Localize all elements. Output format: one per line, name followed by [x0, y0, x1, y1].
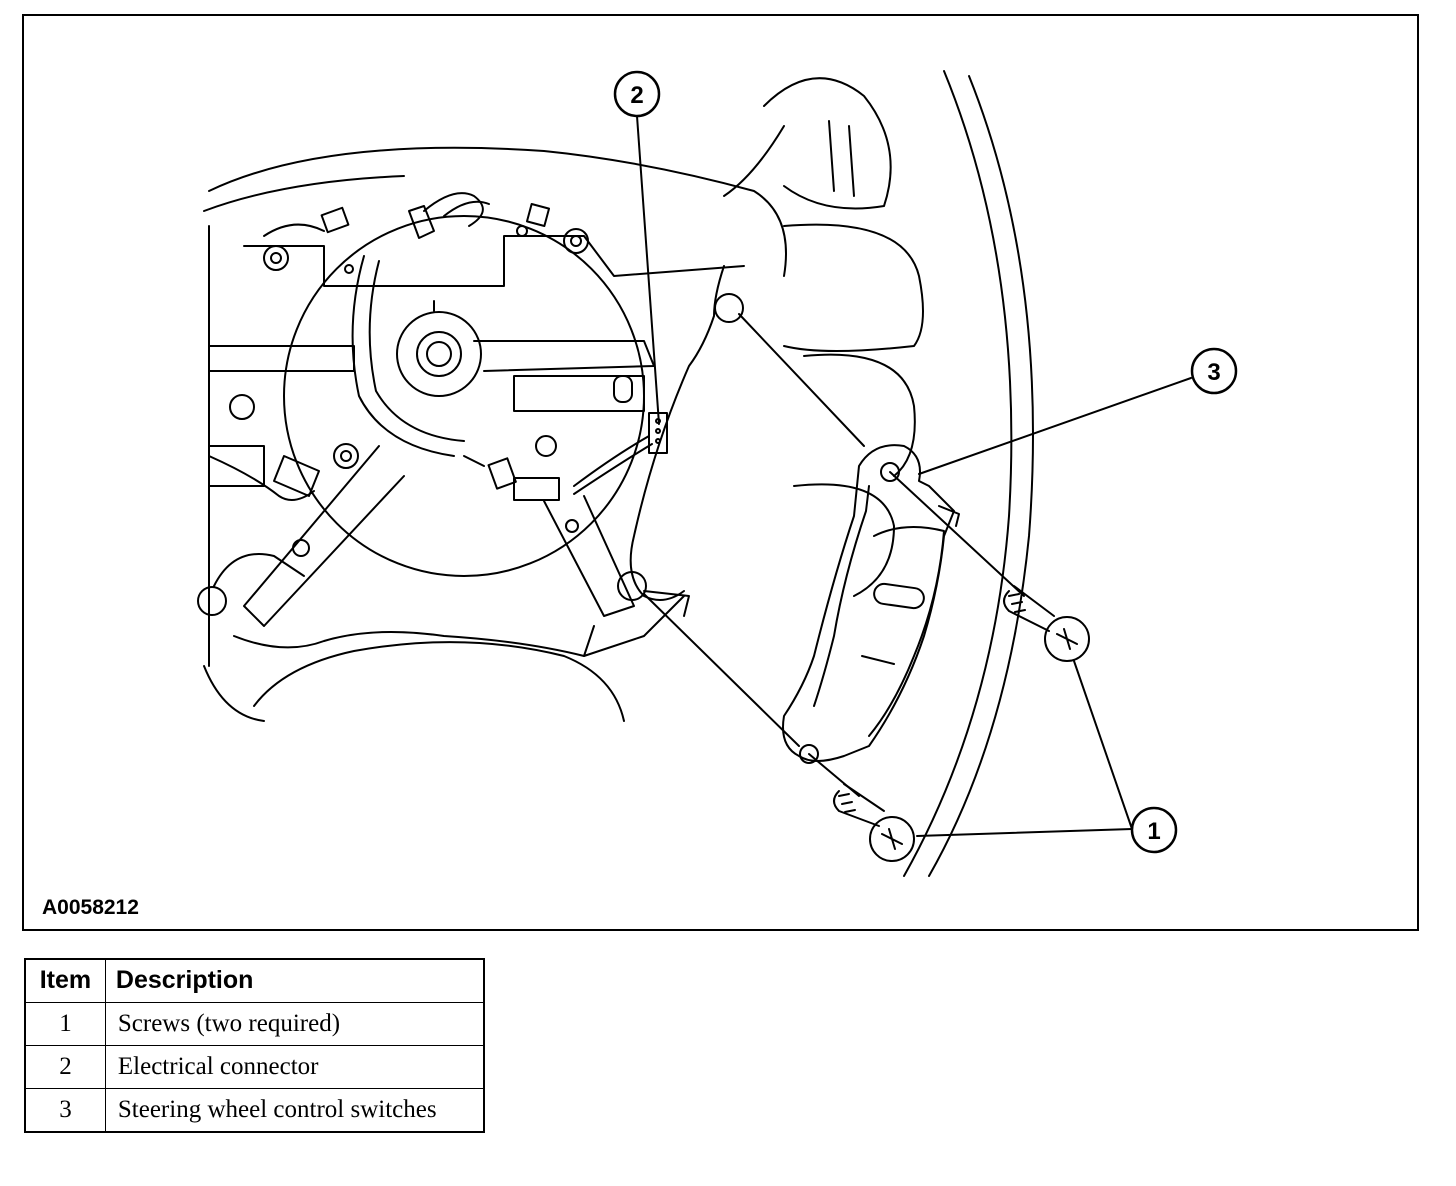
callout-3-leader: [918, 377, 1192, 475]
legend-table: Item Description 1 Screws (two required)…: [24, 958, 485, 1133]
callout-1-leader-b: [916, 828, 1133, 837]
hub-top-edge: [208, 146, 787, 277]
item-number: 2: [24, 1045, 106, 1089]
table-row: 2 Electrical connector: [24, 1045, 485, 1089]
wheel-rim-outer: [903, 70, 1013, 877]
mounting-plate: [243, 235, 745, 287]
clockspring-disk: [283, 215, 645, 577]
lower-mount-boss: [617, 571, 647, 601]
callout-1: 1: [1130, 806, 1178, 854]
figure-id: A0058212: [42, 896, 139, 919]
callout-2-label: 2: [630, 82, 643, 109]
item-description: Electrical connector: [104, 1045, 485, 1089]
callout-2-leader: [636, 115, 660, 425]
alignment-line-upper: [738, 313, 865, 447]
legend-header-row: Item Description: [24, 958, 485, 1003]
upper-mount-boss: [714, 293, 744, 323]
callout-3-label: 3: [1207, 359, 1220, 386]
figure-frame: 2 3 1 A0058212: [22, 14, 1419, 931]
screw-lower: [833, 783, 915, 862]
alignment-line-lower: [643, 593, 800, 747]
lower-left-spoke: [243, 445, 405, 627]
callout-2: 2: [613, 70, 661, 118]
housing-edge: [629, 265, 725, 601]
wire-harness: [351, 255, 455, 457]
callout-1-label: 1: [1147, 818, 1160, 845]
item-description: Screws (two required): [104, 1002, 485, 1046]
control-switch-bracket: [782, 444, 955, 762]
table-row: 1 Screws (two required): [24, 1002, 485, 1046]
table-row: 3 Steering wheel control switches: [24, 1088, 485, 1133]
wheel-rim-outer-2: [928, 75, 1034, 877]
item-number: 3: [24, 1088, 106, 1133]
header-item: Item: [24, 958, 106, 1003]
callout-3: 3: [1190, 347, 1238, 395]
connector-wires: [573, 435, 650, 487]
lower-right-spoke: [543, 495, 635, 617]
switch-face: [868, 526, 945, 737]
screw-upper: [1003, 585, 1090, 662]
steering-wheel-illustration: 2 3 1: [197, 70, 1238, 877]
header-description: Description: [104, 958, 485, 1003]
upper-rim-section: [763, 77, 892, 210]
item-number: 1: [24, 1002, 106, 1046]
item-description: Steering wheel control switches: [104, 1088, 485, 1133]
callout-1-leader-a: [1073, 660, 1133, 830]
